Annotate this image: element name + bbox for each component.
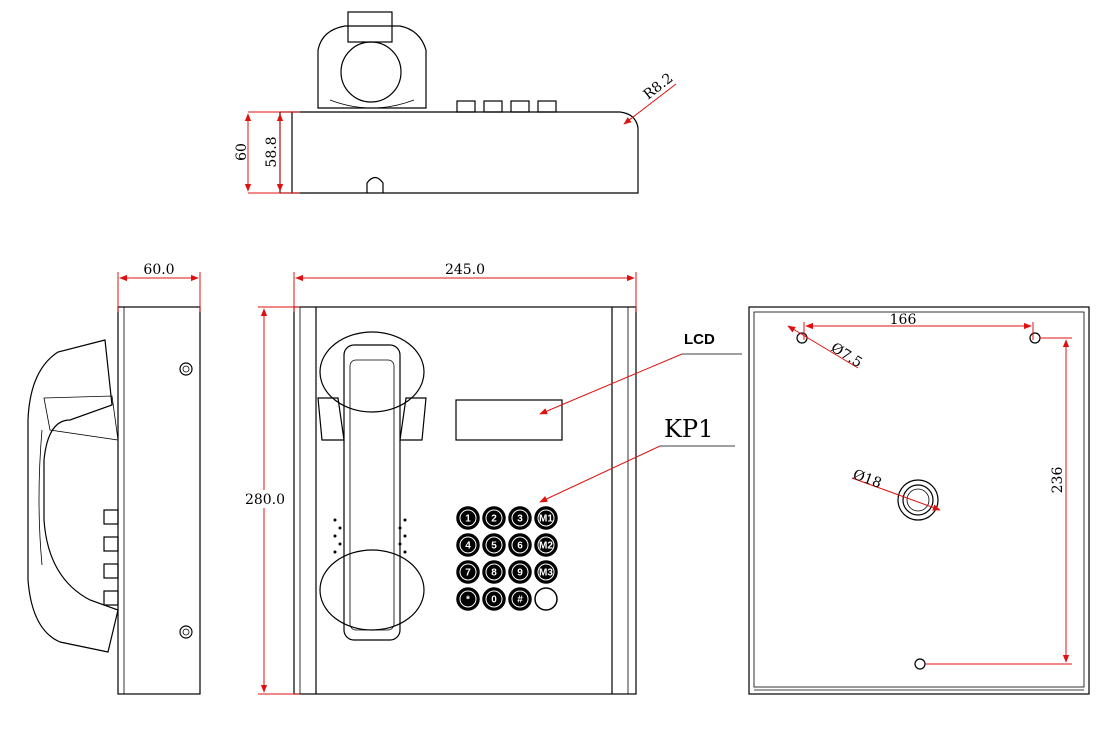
front-view: 1 2 3 M1 4 5 6 M2 7 8 9 M3 * 0 # LCD KP1 245.0 280.0 bbox=[240, 262, 742, 695]
mount-hole-top-right bbox=[1029, 332, 1041, 344]
keypad-key-label: 4 bbox=[465, 541, 471, 552]
keypad-key[interactable]: M1 bbox=[534, 506, 558, 530]
keypad-key[interactable]: 1 bbox=[456, 506, 480, 530]
dim-hole-spacing-h: 166 bbox=[890, 312, 917, 328]
lcd-display bbox=[455, 399, 563, 441]
dim-hole-spacing-v: 236 bbox=[1050, 467, 1066, 494]
keypad-key[interactable]: M3 bbox=[534, 560, 558, 584]
dim-depth: 60.0 bbox=[143, 262, 174, 278]
keypad-key-label: M1 bbox=[539, 514, 553, 525]
keypad-key-label: # bbox=[517, 595, 523, 606]
keypad-key-label: 2 bbox=[491, 514, 497, 525]
keypad-key[interactable]: 6 bbox=[508, 533, 532, 557]
keypad-key[interactable]: 7 bbox=[456, 560, 480, 584]
dim-height-outer: 60 bbox=[234, 143, 250, 161]
keypad-key-label: 7 bbox=[465, 568, 471, 579]
keypad-key-label: 8 bbox=[491, 568, 497, 579]
mount-hole-bottom bbox=[914, 658, 926, 670]
speaker-grille-right bbox=[398, 518, 407, 554]
keypad-key-label: M3 bbox=[539, 568, 553, 579]
keypad-key-label: 1 bbox=[465, 514, 471, 525]
keypad-key-label: M2 bbox=[539, 541, 553, 552]
keypad-key[interactable]: # bbox=[508, 587, 532, 611]
dim-width: 245.0 bbox=[445, 262, 485, 278]
top-view: 60 58.8 R8.2 bbox=[234, 11, 677, 194]
keypad-key[interactable]: 4 bbox=[456, 533, 480, 557]
keypad: 1 2 3 M1 4 5 6 M2 7 8 9 M3 * 0 # bbox=[456, 506, 558, 611]
keypad-key-label: 0 bbox=[491, 595, 497, 606]
dim-height: 280.0 bbox=[245, 492, 285, 508]
dim-hole-diameter: Ø7.5 bbox=[828, 340, 865, 371]
side-view: 60.0 bbox=[27, 262, 201, 695]
keypad-key-label: 3 bbox=[517, 514, 523, 525]
keypad-key-label: 9 bbox=[517, 568, 523, 579]
speaker-grille-left bbox=[333, 518, 342, 554]
keypad-key-label: * bbox=[466, 595, 470, 606]
dim-height-inner: 58.8 bbox=[264, 136, 280, 167]
keypad-key[interactable]: M2 bbox=[534, 533, 558, 557]
back-view: 166 Ø7.5 Ø18 236 bbox=[748, 306, 1090, 695]
keypad-key[interactable] bbox=[534, 587, 558, 611]
center-hole bbox=[897, 479, 939, 521]
keypad-key[interactable]: 9 bbox=[508, 560, 532, 584]
keypad-key[interactable]: 8 bbox=[482, 560, 506, 584]
keypad-key[interactable]: 3 bbox=[508, 506, 532, 530]
mount-hole-top-left bbox=[796, 332, 808, 344]
keypad-key[interactable]: * bbox=[456, 587, 480, 611]
keypad-key-label: 5 bbox=[491, 541, 497, 552]
label-keypad: KP1 bbox=[664, 415, 713, 443]
keypad-key[interactable]: 0 bbox=[482, 587, 506, 611]
keypad-key[interactable]: 2 bbox=[482, 506, 506, 530]
label-lcd: LCD bbox=[684, 331, 715, 348]
keypad-key-label: 6 bbox=[517, 541, 523, 552]
dim-radius: R8.2 bbox=[641, 70, 677, 103]
dim-center-hole: Ø18 bbox=[851, 467, 884, 492]
keypad-key[interactable]: 5 bbox=[482, 533, 506, 557]
